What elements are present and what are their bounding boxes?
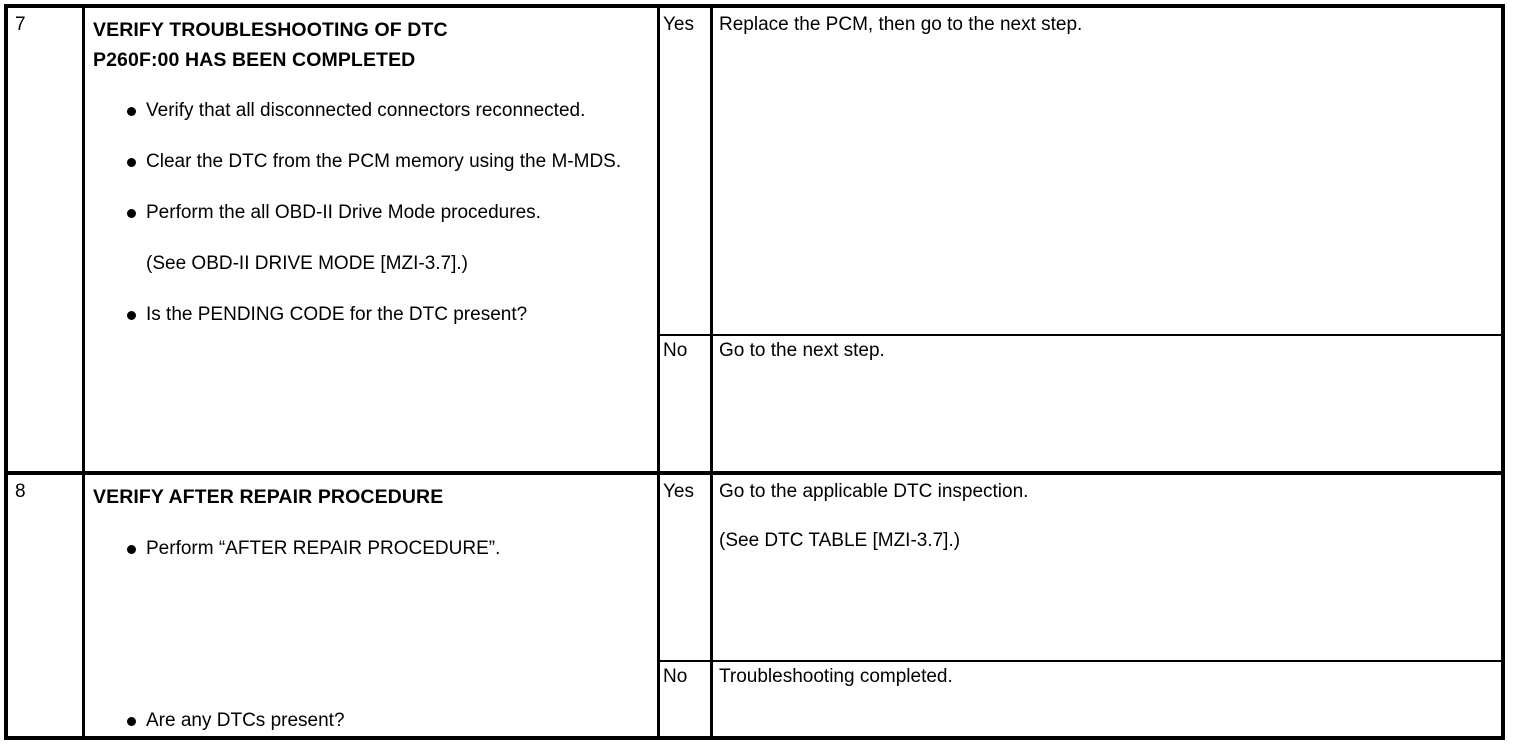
step-number-8: 8 <box>15 481 26 502</box>
column-rule-action <box>710 8 713 736</box>
step-7-description: VERIFY TROUBLESHOOTING OF DTC P260F:00 H… <box>82 8 657 471</box>
step-8-question: Are any DTCs present? <box>146 710 345 732</box>
step-7-title: VERIFY TROUBLESHOOTING OF DTC P260F:00 H… <box>93 16 647 75</box>
step-7-question: Is the PENDING CODE for the DTC present? <box>146 303 528 325</box>
list-item: Clear the DTC from the PCM memory using … <box>93 148 647 177</box>
bullet-dot-icon <box>127 209 136 218</box>
result-divider-step7 <box>657 334 1501 336</box>
step-7-title-line-2: P260F:00 HAS BEEN COMPLETED <box>93 48 416 71</box>
column-rule-step <box>82 8 85 736</box>
step-8-description: VERIFY AFTER REPAIR PROCEDURE Perform “A… <box>82 475 657 736</box>
step-7-action-yes-text: Replace the PCM, then go to the next ste… <box>719 14 1083 35</box>
step-8-question-list: Are any DTCs present? <box>93 685 647 736</box>
step-8-action-no: Troubleshooting completed. <box>710 660 1501 736</box>
step-8-spacer <box>93 564 647 686</box>
list-item: Verify that all disconnected connectors … <box>93 97 647 126</box>
list-item: Perform the all OBD-II Drive Mode proced… <box>93 199 647 228</box>
step-8-title: VERIFY AFTER REPAIR PROCEDURE <box>93 486 444 508</box>
row-divider-step7-step8 <box>8 471 1501 475</box>
step-8-action-no-text: Troubleshooting completed. <box>719 666 953 687</box>
bullet-dot-icon <box>127 107 136 117</box>
result-divider-step8 <box>657 660 1501 662</box>
step-7-bullet-2: Clear the DTC from the PCM memory using … <box>146 151 622 173</box>
troubleshooting-table: 7 VERIFY TROUBLESHOOTING OF DTC P260F:00… <box>4 4 1505 740</box>
step-7-action-no: Go to the next step. <box>710 334 1501 471</box>
step-7-title-line-1: VERIFY TROUBLESHOOTING OF DTC <box>93 19 448 41</box>
bullet-dot-icon <box>127 158 136 168</box>
step-8-bullet-list: Perform “AFTER REPAIR PROCEDURE”. <box>93 513 647 564</box>
step-8-bullet-1: Perform “AFTER REPAIR PROCEDURE”. <box>146 537 501 559</box>
list-item: Perform “AFTER REPAIR PROCEDURE”. <box>93 535 647 564</box>
list-item: Is the PENDING CODE for the DTC present? <box>93 301 647 330</box>
bullet-dot-icon <box>127 310 136 320</box>
step-8-result-yes-label: Yes <box>663 481 694 502</box>
step-7-action-yes: Replace the PCM, then go to the next ste… <box>710 8 1501 334</box>
step-7-bullet-1: Verify that all disconnected connectors … <box>146 100 586 122</box>
step-8-action-yes-text: Go to the applicable DTC inspection. <box>719 481 1029 502</box>
bullet-dot-icon <box>127 717 136 727</box>
step-number-7: 7 <box>15 14 26 35</box>
step-7-result-no-label: No <box>663 340 688 361</box>
step-8-action-yes-note: (See DTC TABLE [MZI-3.7].) <box>719 529 961 551</box>
step-8-result-no-label: No <box>663 666 688 687</box>
bullet-dot-icon <box>127 544 136 554</box>
list-item: Are any DTCs present? <box>93 707 647 736</box>
step-7-reference-note: (See OBD-II DRIVE MODE [MZI-3.7].) <box>146 252 468 274</box>
column-rule-result <box>657 8 660 736</box>
step-7-result-yes-label: Yes <box>663 14 694 35</box>
step-7-bullet-3: Perform the all OBD-II Drive Mode proced… <box>146 202 541 223</box>
step-7-bullet-list: Verify that all disconnected connectors … <box>93 97 647 329</box>
step-7-action-no-text: Go to the next step. <box>719 340 885 361</box>
step-8-action-yes: Go to the applicable DTC inspection. (Se… <box>710 475 1501 660</box>
